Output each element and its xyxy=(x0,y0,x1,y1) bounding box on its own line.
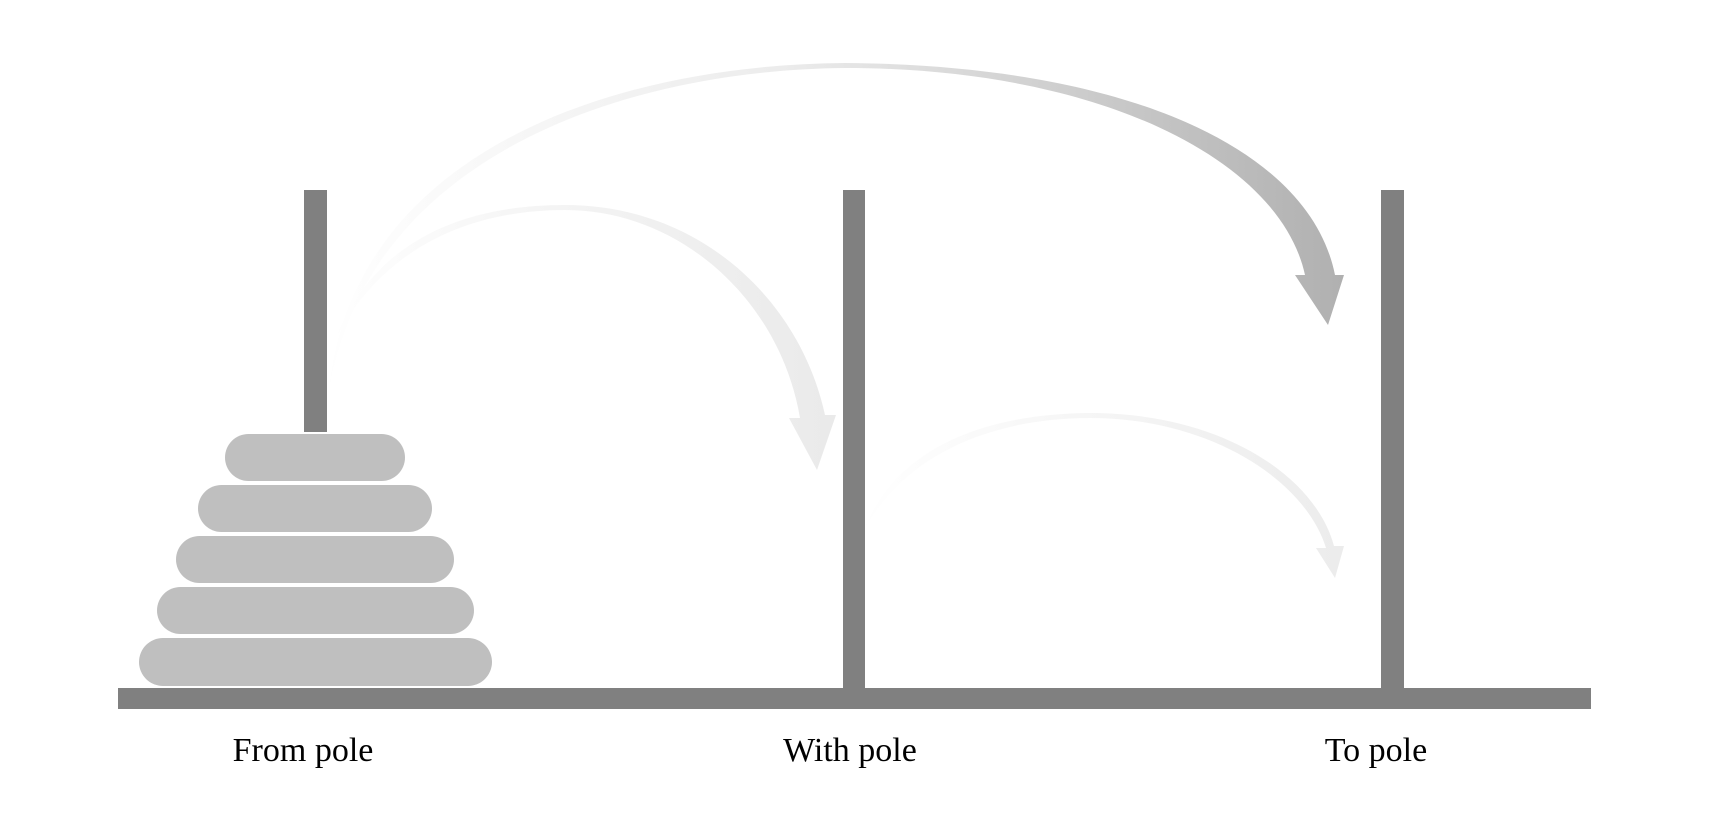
disk-2 xyxy=(198,485,432,532)
arrow-with-to-to xyxy=(860,413,1344,578)
disk-4 xyxy=(157,587,474,634)
from-pole-rod xyxy=(304,190,327,432)
with-pole-label: With pole xyxy=(783,732,917,769)
arrow-from-to-with xyxy=(335,205,836,470)
with-pole-rod xyxy=(843,190,865,690)
arrow-from-to-to xyxy=(328,63,1344,400)
to-pole-label: To pole xyxy=(1325,732,1427,769)
poles xyxy=(118,190,1591,709)
disk-1 xyxy=(225,434,405,481)
move-arrows xyxy=(328,63,1344,578)
to-pole-rod xyxy=(1381,190,1404,690)
disk-3 xyxy=(176,536,454,583)
disk-5 xyxy=(139,638,492,686)
disk-stack xyxy=(139,434,492,686)
pole-labels: From pole With pole To pole xyxy=(233,732,1428,769)
base-bar xyxy=(118,688,1591,709)
from-pole-label: From pole xyxy=(233,732,374,769)
